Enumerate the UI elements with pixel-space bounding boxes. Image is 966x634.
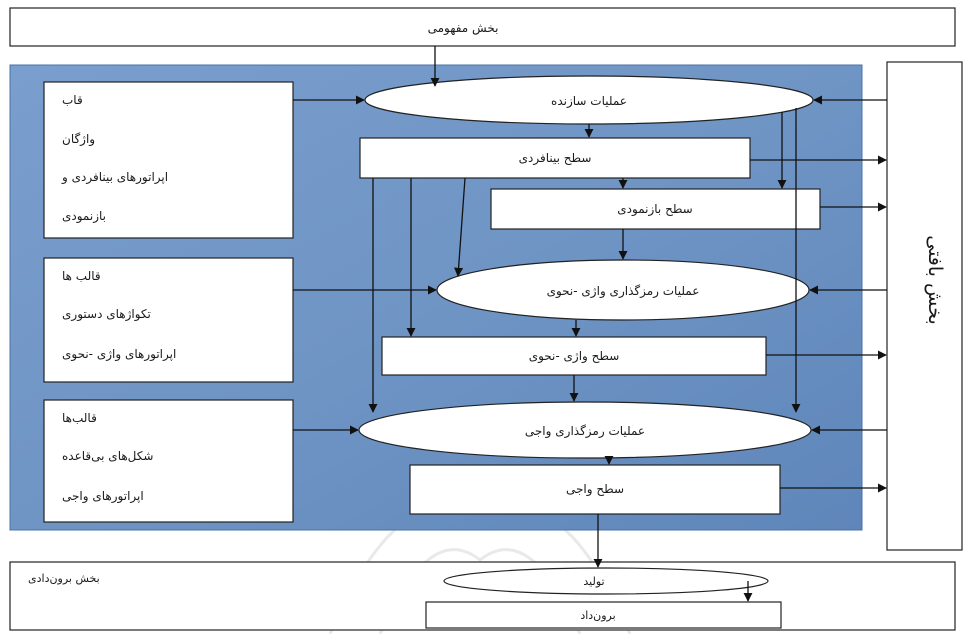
representational-level-box — [490, 188, 821, 230]
phonological-encoding-label: عملیات رمزگذاری واجی — [525, 424, 645, 439]
input-box-3-line-3: اپراتورهای واجی — [62, 489, 144, 504]
input-box-3-line-1: قالب‌ها — [62, 411, 97, 425]
phonological-level-box — [409, 464, 781, 515]
input-box-1-line-3: اپراتورهای بینافردی و — [61, 170, 168, 185]
input-box-2 — [43, 257, 294, 383]
input-box-1-line-2: واژگان — [62, 132, 95, 147]
contextual-component-label: بخش بافتی — [924, 235, 946, 325]
interpersonal-level-label: سطح بینافردی — [519, 151, 592, 166]
morphosyntactic-encoding-label: عملیات رمزگذاری واژی -نحوی — [547, 284, 700, 299]
phonological-encoding-ellipse — [358, 401, 812, 459]
flow-arrows — [293, 46, 887, 602]
output-box — [425, 601, 782, 629]
interpersonal-level-box — [359, 137, 751, 179]
input-box-2-line-1: قالب ها — [62, 269, 101, 283]
input-box-3-line-2: شکل‌های بی‌قاعده — [62, 449, 153, 463]
constructive-operation-label: عملیات سازنده — [551, 94, 627, 109]
input-box-2-line-3: اپراتورهای واژی -نحوی — [62, 347, 176, 362]
morphosyntactic-encoding-ellipse — [436, 259, 810, 321]
morphosyntactic-level-box — [381, 336, 767, 376]
representational-level-label: سطح بازنمودی — [617, 202, 692, 217]
production-label: تولید — [583, 575, 604, 588]
input-box-2-line-2: تکواژهای دستوری — [62, 307, 151, 322]
output-component-label: بخش برون‌دادی — [28, 572, 100, 585]
contextual-component-box — [886, 61, 963, 551]
phonological-level-label: سطح واجی — [566, 482, 624, 497]
input-box-1 — [43, 81, 294, 239]
input-box-1-line-4: بازنمودی — [62, 209, 106, 224]
output-label: برون‌داد — [580, 609, 615, 622]
morphosyntactic-level-label: سطح واژی -نحوی — [529, 349, 620, 364]
input-box-3 — [43, 399, 294, 523]
production-ellipse — [443, 567, 769, 595]
input-box-1-line-1: قاب — [62, 93, 83, 107]
conceptual-component-box — [9, 7, 956, 47]
conceptual-component-label: بخش مفهومی — [428, 21, 499, 36]
